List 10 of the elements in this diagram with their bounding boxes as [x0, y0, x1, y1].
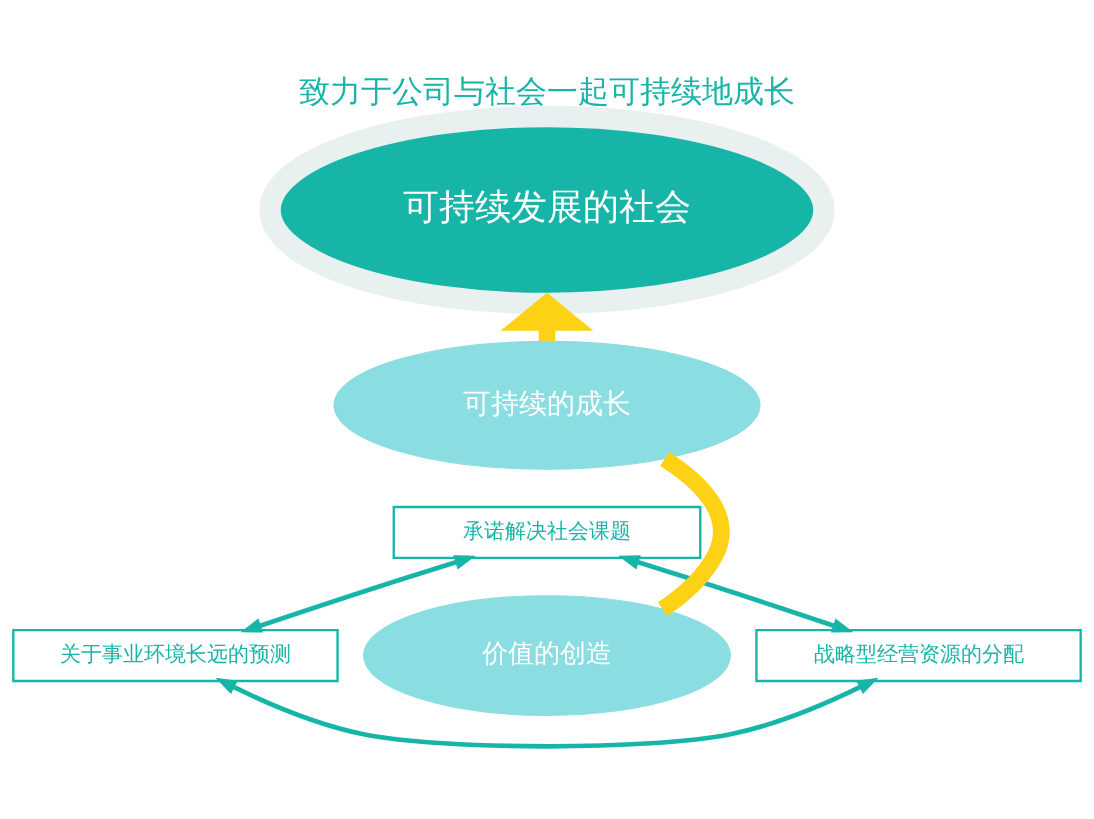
node-ellipse: 价值的创造	[363, 595, 731, 716]
node-box: 承诺解决社会课题	[392, 505, 702, 560]
node-box: 关于事业环境长远的预测	[12, 628, 339, 683]
arrow	[215, 677, 879, 749]
node-box: 战略型经营资源的分配	[755, 628, 1082, 683]
node-ellipse: 可持续的成长	[333, 340, 761, 470]
arrow	[618, 555, 854, 633]
connector	[658, 452, 730, 616]
arrow	[240, 555, 476, 633]
arrow	[500, 292, 594, 341]
